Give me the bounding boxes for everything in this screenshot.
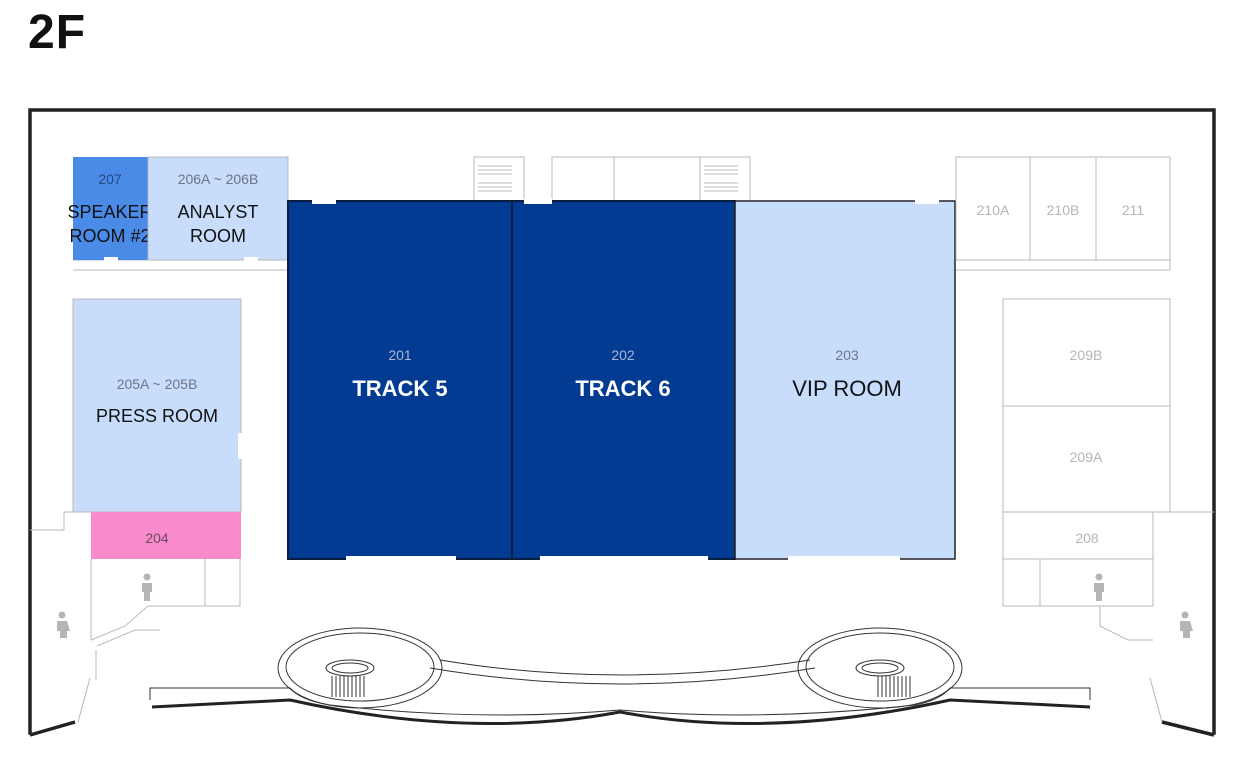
atrium-walls <box>151 698 1091 726</box>
room-201[interactable]: 201 TRACK 5 <box>287 200 513 560</box>
room-name: PRESS ROOM <box>96 406 218 426</box>
room-name: ROOM #2 <box>69 226 150 246</box>
outer-walls <box>28 108 1216 735</box>
room-208[interactable]: 208 <box>1002 511 1154 560</box>
room-name: VIP ROOM <box>792 376 902 401</box>
escalator-icon <box>797 627 963 709</box>
room-name: SPEAKER <box>67 202 152 222</box>
room-number: 209A <box>1070 449 1103 465</box>
door-gaps <box>104 198 939 562</box>
room-number: 205A ~ 205B <box>117 376 198 392</box>
room-number: 206A ~ 206B <box>178 171 259 187</box>
room-name: ANALYST <box>178 202 259 222</box>
room-number: 210B <box>1047 202 1080 218</box>
floor-title: 2F <box>28 6 87 59</box>
room-203[interactable]: 203 VIP ROOM <box>734 200 956 560</box>
room-202[interactable]: 202 TRACK 6 <box>511 200 736 560</box>
room-211[interactable]: 211 <box>1095 156 1171 261</box>
room-number: 209B <box>1070 347 1103 363</box>
room-number: 208 <box>1075 530 1099 546</box>
restroom-person-icon <box>57 611 70 638</box>
room-name: TRACK 6 <box>575 376 670 401</box>
room-206[interactable]: 206A ~ 206B ANALYST ROOM <box>147 156 289 261</box>
restroom-person-icon <box>1094 573 1104 601</box>
room-number: 202 <box>611 347 635 363</box>
room-number: 203 <box>835 347 859 363</box>
room-205[interactable]: 205A ~ 205B PRESS ROOM <box>72 298 242 513</box>
room-209a[interactable]: 209A <box>1002 405 1171 513</box>
room-210b[interactable]: 210B <box>1029 156 1097 261</box>
room-number: 204 <box>145 530 169 546</box>
room-210a[interactable]: 210A <box>955 156 1031 261</box>
room-204[interactable]: 204 <box>91 512 241 559</box>
room-number: 210A <box>977 202 1010 218</box>
room-209b[interactable]: 209B <box>1002 298 1171 407</box>
room-number: 201 <box>388 347 412 363</box>
room-name: ROOM <box>190 226 246 246</box>
atrium-outline <box>149 659 1091 716</box>
room-number: 207 <box>98 171 122 187</box>
room-name: TRACK 5 <box>352 376 447 401</box>
room-207[interactable]: 207 SPEAKER ROOM #2 <box>67 157 153 260</box>
restroom-person-icon <box>142 573 152 601</box>
room-number: 211 <box>1122 202 1145 218</box>
stairs-icon <box>478 165 738 192</box>
lower-walls <box>29 720 1215 737</box>
restroom-person-icon <box>1180 611 1193 638</box>
escalator-icon <box>277 627 443 709</box>
